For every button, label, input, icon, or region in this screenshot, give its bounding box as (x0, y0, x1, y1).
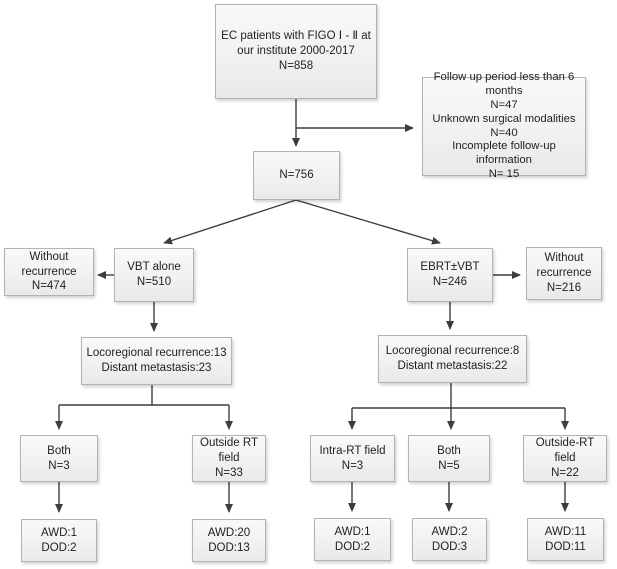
arrow-n756-to-vbt (163, 199, 297, 245)
node-n756: N=756 (253, 151, 340, 200)
node-both-vbt: Both N=3 (20, 435, 98, 482)
node-intra-rt-ebrt: Intra-RT field N=3 (310, 435, 395, 482)
node-outcome-intra-ebrt: AWD:1 DOD:2 (314, 518, 391, 561)
node-outcome-both-ebrt: AWD:2 DOD:3 (412, 518, 487, 561)
node-ec-patients: EC patients with FIGO Ⅰ - Ⅱ at our insti… (215, 4, 377, 99)
node-recurrence-ebrt: Locoregional recurrence:8 Distant metast… (378, 335, 527, 383)
node-without-recurrence-right: Without recurrence N=216 (526, 247, 602, 300)
node-outcome-outside-vbt: AWD:20 DOD:13 (192, 519, 266, 562)
node-excluded-patients: Follow up period less than 6 months N=47… (422, 71, 586, 180)
node-ebrt-vbt: EBRT±VBT N=246 (407, 248, 493, 302)
node-outside-rt-ebrt: Outside-RT field N=22 (523, 435, 607, 482)
node-without-recurrence-left: Without recurrence N=474 (4, 248, 94, 296)
arrow-n756-to-ebrt (295, 199, 441, 245)
node-outside-rt-vbt: Outside RT field N=33 (192, 435, 266, 482)
node-outcome-outside-ebrt: AWD:11 DOD:11 (527, 518, 604, 561)
node-recurrence-vbt: Locoregional recurrence:13 Distant metas… (81, 337, 232, 385)
node-vbt-alone: VBT alone N=510 (114, 248, 194, 302)
node-both-ebrt: Both N=5 (408, 435, 490, 482)
node-outcome-both-vbt: AWD:1 DOD:2 (21, 519, 97, 562)
